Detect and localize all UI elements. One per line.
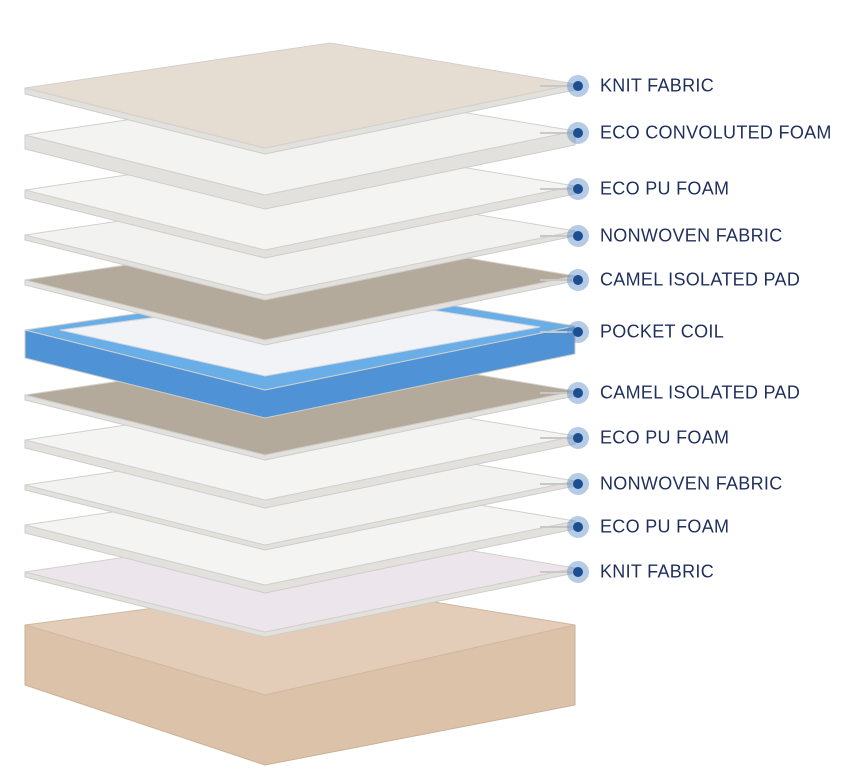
bullet-dot-icon — [567, 178, 589, 200]
layer-label: ECO PU FOAM — [600, 516, 730, 537]
bullet-dot-icon — [567, 122, 589, 144]
bullet-dot-icon — [567, 225, 589, 247]
bullet-dot-icon — [567, 75, 589, 97]
layer-label: NONWOVEN FABRIC — [600, 473, 783, 494]
layer-label: CAMEL ISOLATED PAD — [600, 382, 801, 403]
bullet-dot-icon — [567, 382, 589, 404]
layer-label: ECO CONVOLUTED FOAM — [600, 122, 832, 143]
bullet-dot-icon — [567, 427, 589, 449]
bullet-dot-icon — [567, 473, 589, 495]
layer-label: KNIT FABRIC — [600, 561, 714, 582]
layer-label: POCKET COIL — [600, 321, 725, 342]
layer-label: NONWOVEN FABRIC — [600, 225, 783, 246]
bullet-dot-icon — [567, 321, 589, 343]
layer-label: ECO PU FOAM — [600, 178, 730, 199]
bullet-dot-icon — [567, 561, 589, 583]
bullet-dot-icon — [567, 516, 589, 538]
layer-label: KNIT FABRIC — [600, 75, 714, 96]
layer-label: ECO PU FOAM — [600, 427, 730, 448]
layer-label: CAMEL ISOLATED PAD — [600, 269, 801, 290]
bullet-dot-icon — [567, 269, 589, 291]
